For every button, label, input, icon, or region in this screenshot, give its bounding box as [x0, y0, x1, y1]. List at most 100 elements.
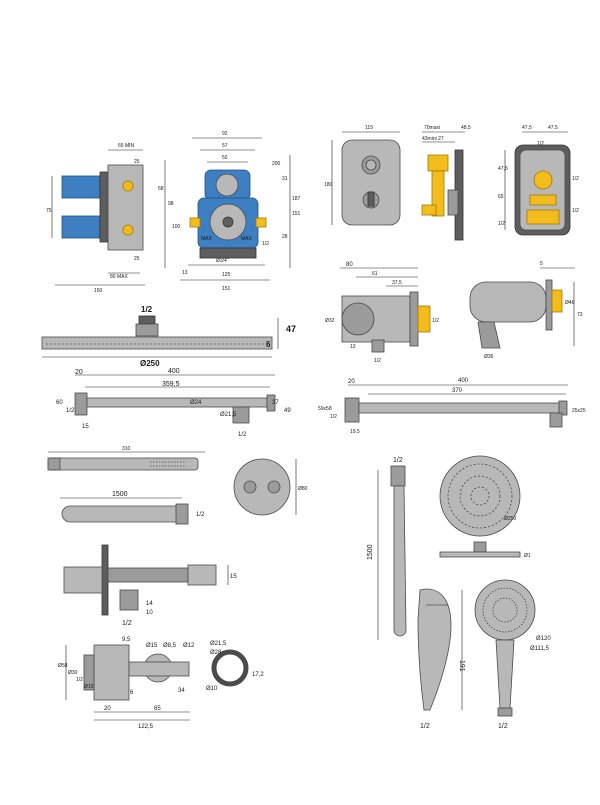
dim-label: 1/2	[572, 208, 579, 214]
dim-label: Ø58	[58, 663, 68, 669]
shower-riser-hose: 1/2 1500	[367, 457, 407, 640]
round-plate-buttons: Ø80	[233, 458, 308, 516]
dim-label: Ø15	[84, 684, 94, 690]
dim-label: 122,5	[138, 724, 154, 730]
dim-label: 13	[350, 344, 356, 350]
dim-label: 1500	[112, 491, 128, 498]
dim-label: 20	[104, 706, 111, 712]
dim-label: 1/2	[330, 414, 337, 420]
dim-label: 1/2	[374, 358, 381, 364]
dim-label: 125	[222, 272, 231, 278]
hand-shower-stick: 310	[47, 446, 205, 471]
dim-label: 1/2	[238, 432, 247, 438]
dim-label: Ø120	[536, 636, 551, 642]
hose-stick: 1500 1/2	[60, 491, 205, 525]
dim-label: 57	[222, 143, 228, 149]
dim-label: 1/2	[420, 723, 430, 730]
dim-label: 65 MIN	[118, 143, 135, 149]
hand-shower-slim: 191 1/2	[417, 588, 465, 730]
wall-elbow-holder: 5 Ø46 73 Ø36	[469, 261, 583, 360]
dim-label: Ø32	[325, 318, 335, 324]
dim-label: 20	[348, 379, 355, 385]
dim-label: 10	[146, 610, 153, 616]
square-head-shower: 1/2 47 6 Ø250	[41, 305, 296, 368]
valve-label: MAX	[201, 236, 213, 242]
dim-label: 47,5	[498, 166, 508, 172]
dim-label: Ø12	[183, 643, 195, 649]
dim-label: 58	[158, 186, 164, 192]
dim-label: 34	[178, 688, 185, 694]
dim-label: 25	[134, 256, 140, 262]
dim-label: 60	[56, 400, 63, 406]
dim-label: 48,5	[461, 125, 471, 131]
dim-label: 1/2	[141, 305, 153, 314]
dim-label: Ø46	[565, 300, 575, 306]
valve-front-view: 92 57 50 58 98 100 200 31 187 151 28 13 …	[158, 131, 301, 292]
dim-label: Ø8,5	[163, 643, 177, 649]
dim-label: Ø80	[298, 486, 308, 492]
dim-label: 310	[122, 446, 131, 452]
dim-label: 75	[46, 208, 52, 214]
valve-label: 1/2	[262, 241, 269, 247]
shower-arm-square: 20 400 370 59x58 1/2 19,5 25x25	[318, 378, 586, 435]
dim-label: 98	[168, 201, 174, 207]
dim-label: 92	[222, 131, 228, 137]
dim-label: 115	[365, 125, 373, 131]
hand-shower-round: Ø120 Ø111,5 1/2	[474, 579, 551, 730]
valve-label: MAX	[241, 236, 253, 242]
dim-label: 151	[292, 211, 301, 217]
dim-label: 13	[182, 270, 188, 276]
dim-label: Ø15	[146, 643, 158, 649]
round-head-shower: Ø250 Ø1	[439, 455, 531, 559]
dim-label: 400	[168, 368, 180, 375]
dim-label: 20	[75, 369, 83, 376]
dim-label: 1/2	[393, 457, 403, 464]
dim-label: 59x58	[318, 406, 332, 412]
dim-label: Ø250	[504, 516, 516, 522]
dim-label: 61	[372, 271, 378, 277]
dim-label: 1/2	[432, 318, 439, 324]
dim-label: 14	[146, 601, 153, 607]
dim-label: 37,5	[392, 280, 402, 286]
dim-label: 1500	[367, 544, 374, 560]
dim-label: Ø24	[190, 400, 202, 406]
dim-label: Ø111,5	[530, 646, 549, 652]
dim-label: Ø28	[210, 650, 222, 656]
dim-label: 28	[282, 234, 288, 240]
dim-label: 80	[346, 262, 353, 268]
dim-label: 1/2	[76, 677, 83, 683]
valve-label: Ø3/4"	[216, 258, 229, 264]
dim-label: 150	[94, 288, 103, 294]
dim-label: 73	[577, 312, 583, 318]
dim-label: 15	[230, 574, 237, 580]
dim-label: 151	[222, 286, 231, 292]
dim-label: 400	[458, 378, 469, 384]
cover-plate-front: 115 180	[324, 125, 401, 226]
dim-label: 200	[272, 161, 281, 167]
dim-label: 187	[292, 196, 301, 202]
dim-label: 47	[286, 324, 296, 334]
dim-label: 5	[540, 261, 543, 267]
dim-label: Ø36	[484, 354, 494, 360]
dim-label: 9,5	[122, 637, 131, 643]
dim-label: 47,5	[548, 125, 558, 131]
dim-label: 1/2	[122, 620, 132, 627]
dim-label: 65	[154, 706, 161, 712]
dim-label: 100	[172, 224, 181, 230]
dim-label: 37	[272, 400, 279, 406]
dim-label: 31	[282, 176, 288, 182]
dim-label: 1/2	[572, 176, 579, 182]
dim-label: 191	[458, 660, 465, 672]
dim-label: 25x25	[572, 408, 586, 414]
dim-label: Ø30	[68, 670, 78, 676]
dim-label: 17,2	[252, 672, 264, 678]
dim-label: 1/2	[196, 512, 205, 518]
cover-side-view: 70maxi 43mini 27 48,5	[421, 125, 471, 241]
dim-label: 15	[82, 424, 89, 430]
dim-label: 50	[222, 155, 228, 161]
dim-label: Ø250	[140, 359, 160, 368]
dim-label: 359,5	[162, 381, 180, 388]
dim-label: 180	[324, 182, 333, 188]
